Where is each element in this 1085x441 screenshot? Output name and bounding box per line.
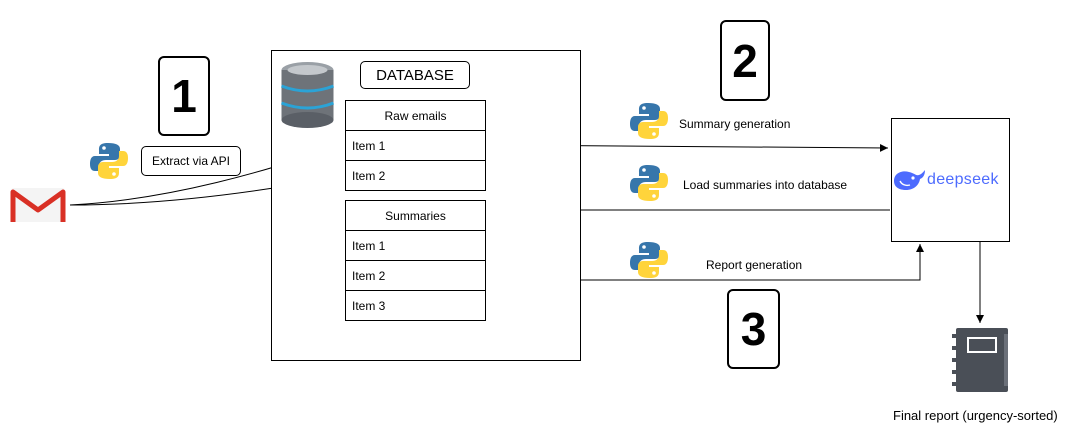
report-generation-label: Report generation (706, 258, 803, 272)
raw-emails-header: Raw emails (384, 108, 447, 123)
step-3-badge: 3 (727, 289, 780, 369)
deepseek-whale-icon (894, 170, 925, 190)
deepseek-box: deepseek (891, 118, 1010, 242)
step-2-number: 2 (732, 34, 758, 87)
report-notebook-icon (946, 326, 1014, 394)
step-3-number: 3 (740, 303, 767, 355)
summaries-item-2: Item 2 (346, 260, 485, 290)
raw-emails-table: Raw emails Item 1 Item 2 (345, 100, 486, 191)
raw-emails-item-1: Item 1 (346, 130, 485, 160)
database-icon (280, 60, 335, 130)
python-icon (88, 140, 130, 182)
summaries-table: Summaries Item 1 Item 2 Item 3 (345, 200, 486, 321)
summaries-item-3: Item 3 (346, 290, 485, 320)
deepseek-logo-text: deepseek (927, 171, 999, 188)
deepseek-logo: deepseek (892, 165, 1009, 195)
python-icon (628, 162, 670, 204)
python-icon (628, 239, 670, 281)
step-1-number: 1 (171, 70, 197, 122)
database-label: DATABASE (360, 61, 470, 89)
final-report-label: Final report (urgency-sorted) (893, 408, 1058, 423)
gmail-icon (10, 186, 66, 224)
summaries-header: Summaries (385, 208, 446, 223)
raw-emails-item-2: Item 2 (346, 160, 485, 190)
summaries-item-1: Item 1 (346, 230, 485, 260)
python-icon (628, 100, 670, 142)
extract-via-api-text: Extract via API (151, 154, 231, 168)
step-2-badge: 2 (720, 20, 770, 101)
load-summaries-label: Load summaries into database (683, 178, 848, 192)
database-label-text: DATABASE (376, 66, 454, 84)
extract-via-api-label: Extract via API (141, 146, 241, 176)
summary-generation-label: Summary generation (679, 117, 791, 131)
report-generation-arrow (512, 244, 924, 281)
step-1-badge: 1 (158, 56, 210, 136)
